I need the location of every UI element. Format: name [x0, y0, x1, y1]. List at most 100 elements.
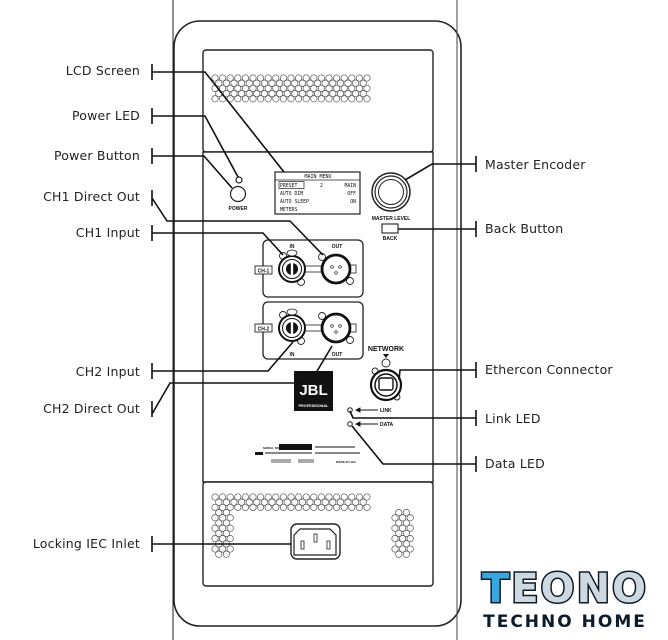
- vent-hole: [279, 493, 287, 501]
- callout-label-lcd-screen: LCD Screen: [65, 63, 140, 78]
- callout-label-ch2-input: CH2 Input: [75, 364, 140, 379]
- top-grille-panel: [202, 49, 434, 153]
- vent-hole: [249, 84, 257, 92]
- vent-hole: [395, 519, 403, 527]
- master-encoder[interactable]: [371, 172, 411, 212]
- vent-hole: [363, 84, 371, 92]
- vent-hole: [298, 498, 306, 506]
- top-vent-holes: [211, 74, 371, 103]
- vent-hole: [395, 540, 403, 548]
- power-button[interactable]: [229, 185, 247, 203]
- vent-hole: [257, 84, 265, 92]
- vent-hole: [215, 529, 223, 537]
- ch2-direct-out-xlr[interactable]: [318, 312, 357, 344]
- bottom-vent-holes: [211, 493, 414, 558]
- back-label: BACK: [383, 236, 398, 242]
- vent-hole: [257, 493, 265, 501]
- vent-hole: [302, 493, 310, 501]
- vent-hole: [391, 524, 399, 532]
- vent-hole: [306, 79, 314, 87]
- network-arrow-icon: [383, 354, 389, 358]
- vent-hole: [283, 79, 291, 87]
- serial-label-area: SERIAL NO. MADE IN USA: [255, 444, 360, 464]
- vent-hole: [211, 535, 219, 543]
- vent-hole: [310, 95, 318, 103]
- vent-hole: [333, 503, 341, 511]
- vent-hole: [348, 95, 356, 103]
- teono-watermark-logo: TEONO TECHNO HOME: [470, 566, 660, 638]
- vent-hole: [317, 95, 325, 103]
- vent-hole: [234, 493, 242, 501]
- serial-label: SERIAL NO.: [263, 446, 280, 450]
- vent-hole: [402, 529, 410, 537]
- ch2-out-label: OUT: [332, 352, 343, 358]
- lcd-row-value: ON: [350, 199, 356, 205]
- vent-hole: [253, 90, 261, 98]
- data-label: DATA: [380, 422, 394, 428]
- leader-back-button: [398, 221, 477, 237]
- lcd-row-name: METERS: [280, 207, 297, 213]
- vent-hole: [211, 545, 219, 553]
- vent-hole: [287, 503, 295, 511]
- callout-label-locking-iec-inlet: Locking IEC Inlet: [32, 536, 140, 551]
- vent-hole: [363, 493, 371, 501]
- vent-hole: [317, 74, 325, 82]
- vent-hole: [211, 524, 219, 532]
- vent-hole: [272, 493, 280, 501]
- master-level-label: MASTER LEVEL: [372, 216, 411, 222]
- ch1-input-combo-jack[interactable]: [278, 249, 306, 286]
- vent-hole: [306, 498, 314, 506]
- vent-hole: [279, 74, 287, 82]
- vent-hole: [219, 493, 227, 501]
- vent-hole: [249, 503, 257, 511]
- vent-hole: [222, 519, 230, 527]
- power-led: [235, 176, 243, 184]
- back-button[interactable]: [381, 223, 399, 234]
- callout-label-back-button: Back Button: [485, 221, 564, 236]
- vent-hole: [279, 84, 287, 92]
- vent-hole: [395, 550, 403, 558]
- vent-hole: [314, 90, 322, 98]
- vent-hole: [253, 498, 261, 506]
- vent-hole: [249, 493, 257, 501]
- vent-hole: [215, 498, 223, 506]
- watermark-title-initial: T: [480, 566, 512, 612]
- vent-hole: [219, 503, 227, 511]
- vent-hole: [283, 498, 291, 506]
- vent-hole: [211, 514, 219, 522]
- ch1-direct-out-xlr[interactable]: [318, 253, 357, 285]
- vent-hole: [230, 90, 238, 98]
- ch1-tag: [254, 265, 273, 275]
- vent-hole: [340, 84, 348, 92]
- vent-hole: [234, 74, 242, 82]
- vent-hole: [336, 498, 344, 506]
- vent-hole: [406, 535, 414, 543]
- vent-hole: [238, 90, 246, 98]
- vent-hole: [314, 79, 322, 87]
- vent-hole: [219, 524, 227, 532]
- vent-hole: [211, 503, 219, 511]
- ethercon-connector[interactable]: [369, 358, 403, 402]
- vent-hole: [317, 503, 325, 511]
- vent-hole: [317, 493, 325, 501]
- vent-hole: [406, 524, 414, 532]
- vent-hole: [298, 79, 306, 87]
- vent-hole: [310, 74, 318, 82]
- iec-inlet[interactable]: [290, 523, 341, 560]
- vent-hole: [234, 84, 242, 92]
- vent-hole: [238, 79, 246, 87]
- callout-label-power-button: Power Button: [53, 148, 140, 163]
- made-in-label: MADE IN USA: [336, 460, 357, 464]
- ch2-input-combo-jack[interactable]: [278, 308, 306, 345]
- vent-hole: [253, 79, 261, 87]
- vent-hole: [336, 79, 344, 87]
- vent-hole: [241, 74, 249, 82]
- data-led: [347, 421, 353, 427]
- vent-hole: [260, 90, 268, 98]
- vent-hole: [291, 90, 299, 98]
- vent-hole: [406, 514, 414, 522]
- vent-hole: [355, 74, 363, 82]
- vent-hole: [241, 493, 249, 501]
- vent-hole: [325, 493, 333, 501]
- callout-label-ch1-direct-out: CH1 Direct Out: [43, 189, 140, 204]
